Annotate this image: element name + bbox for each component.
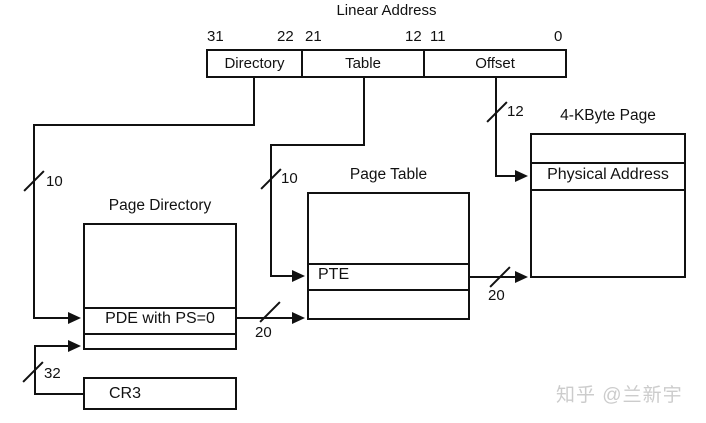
arrowhead-into-page-directory-base [68, 340, 81, 352]
table-bus-segment [363, 78, 365, 146]
pte-out-bus-segment [470, 276, 518, 278]
cr3-label: CR3 [109, 385, 142, 402]
page-directory-title: Page Directory [108, 197, 212, 214]
page-table-box: PTE [307, 192, 470, 320]
pde-out-bus-segment [237, 317, 294, 319]
kbyte-page-box: Physical Address [530, 133, 686, 278]
bus-width-pte-out: 20 [488, 287, 505, 304]
directory-bus-segment [253, 78, 255, 126]
table-bus-segment [270, 275, 296, 277]
bit-label-11: 11 [430, 28, 446, 45]
page-table-title: Page Table [349, 166, 428, 183]
cr3-box: CR3 [83, 377, 237, 410]
bus-width-cr3: 32 [44, 365, 61, 382]
field-offset: Offset [423, 51, 565, 76]
pte-entry: PTE [318, 266, 350, 283]
bit-label-12: 12 [405, 28, 422, 45]
page-directory-box: PDE with PS=0 [83, 223, 237, 350]
cr3-bus-segment [34, 393, 83, 395]
field-table: Table [300, 51, 423, 76]
offset-bus-segment [495, 78, 497, 177]
pde-entry: PDE with PS=0 [105, 310, 215, 327]
linear-address-title: Linear Address [336, 2, 437, 19]
bit-label-21: 21 [305, 28, 322, 45]
kbyte-page-title: 4-KByte Page [560, 107, 656, 124]
arrowhead-into-page-table-base [292, 312, 305, 324]
offset-bus-segment [495, 175, 519, 177]
bit-label-31: 31 [207, 28, 224, 45]
table-bus-segment [270, 144, 272, 277]
table-bus-segment [270, 144, 365, 146]
watermark: 知乎 @兰新宇 [556, 385, 683, 406]
bus-width-directory: 10 [46, 173, 63, 190]
row-divider [85, 333, 235, 335]
bus-width-table: 10 [281, 170, 298, 187]
directory-bus-segment [33, 124, 35, 319]
row-divider [85, 307, 235, 309]
bus-slash-offset [486, 101, 508, 123]
bus-width-offset: 12 [507, 103, 524, 120]
directory-bus-segment [33, 317, 73, 319]
bit-label-0: 0 [554, 28, 563, 45]
row-divider [309, 263, 468, 265]
field-directory: Directory [224, 55, 285, 72]
bus-slash-pde-out [259, 301, 281, 323]
physical-address-entry: Physical Address [547, 166, 669, 183]
bus-slash-cr3 [22, 361, 44, 383]
arrowhead-into-pte [292, 270, 305, 282]
arrowhead-into-page-base [515, 271, 528, 283]
linear-address-box: Directory Table Offset [206, 49, 567, 78]
cr3-bus-segment [34, 345, 70, 347]
row-divider [532, 162, 684, 164]
arrowhead-into-pde [68, 312, 81, 324]
directory-bus-segment [33, 124, 255, 126]
row-divider [532, 189, 684, 191]
bus-width-pde-out: 20 [255, 324, 272, 341]
arrowhead-into-physical-address [515, 170, 528, 182]
bit-label-22: 22 [277, 28, 294, 45]
row-divider [309, 289, 468, 291]
